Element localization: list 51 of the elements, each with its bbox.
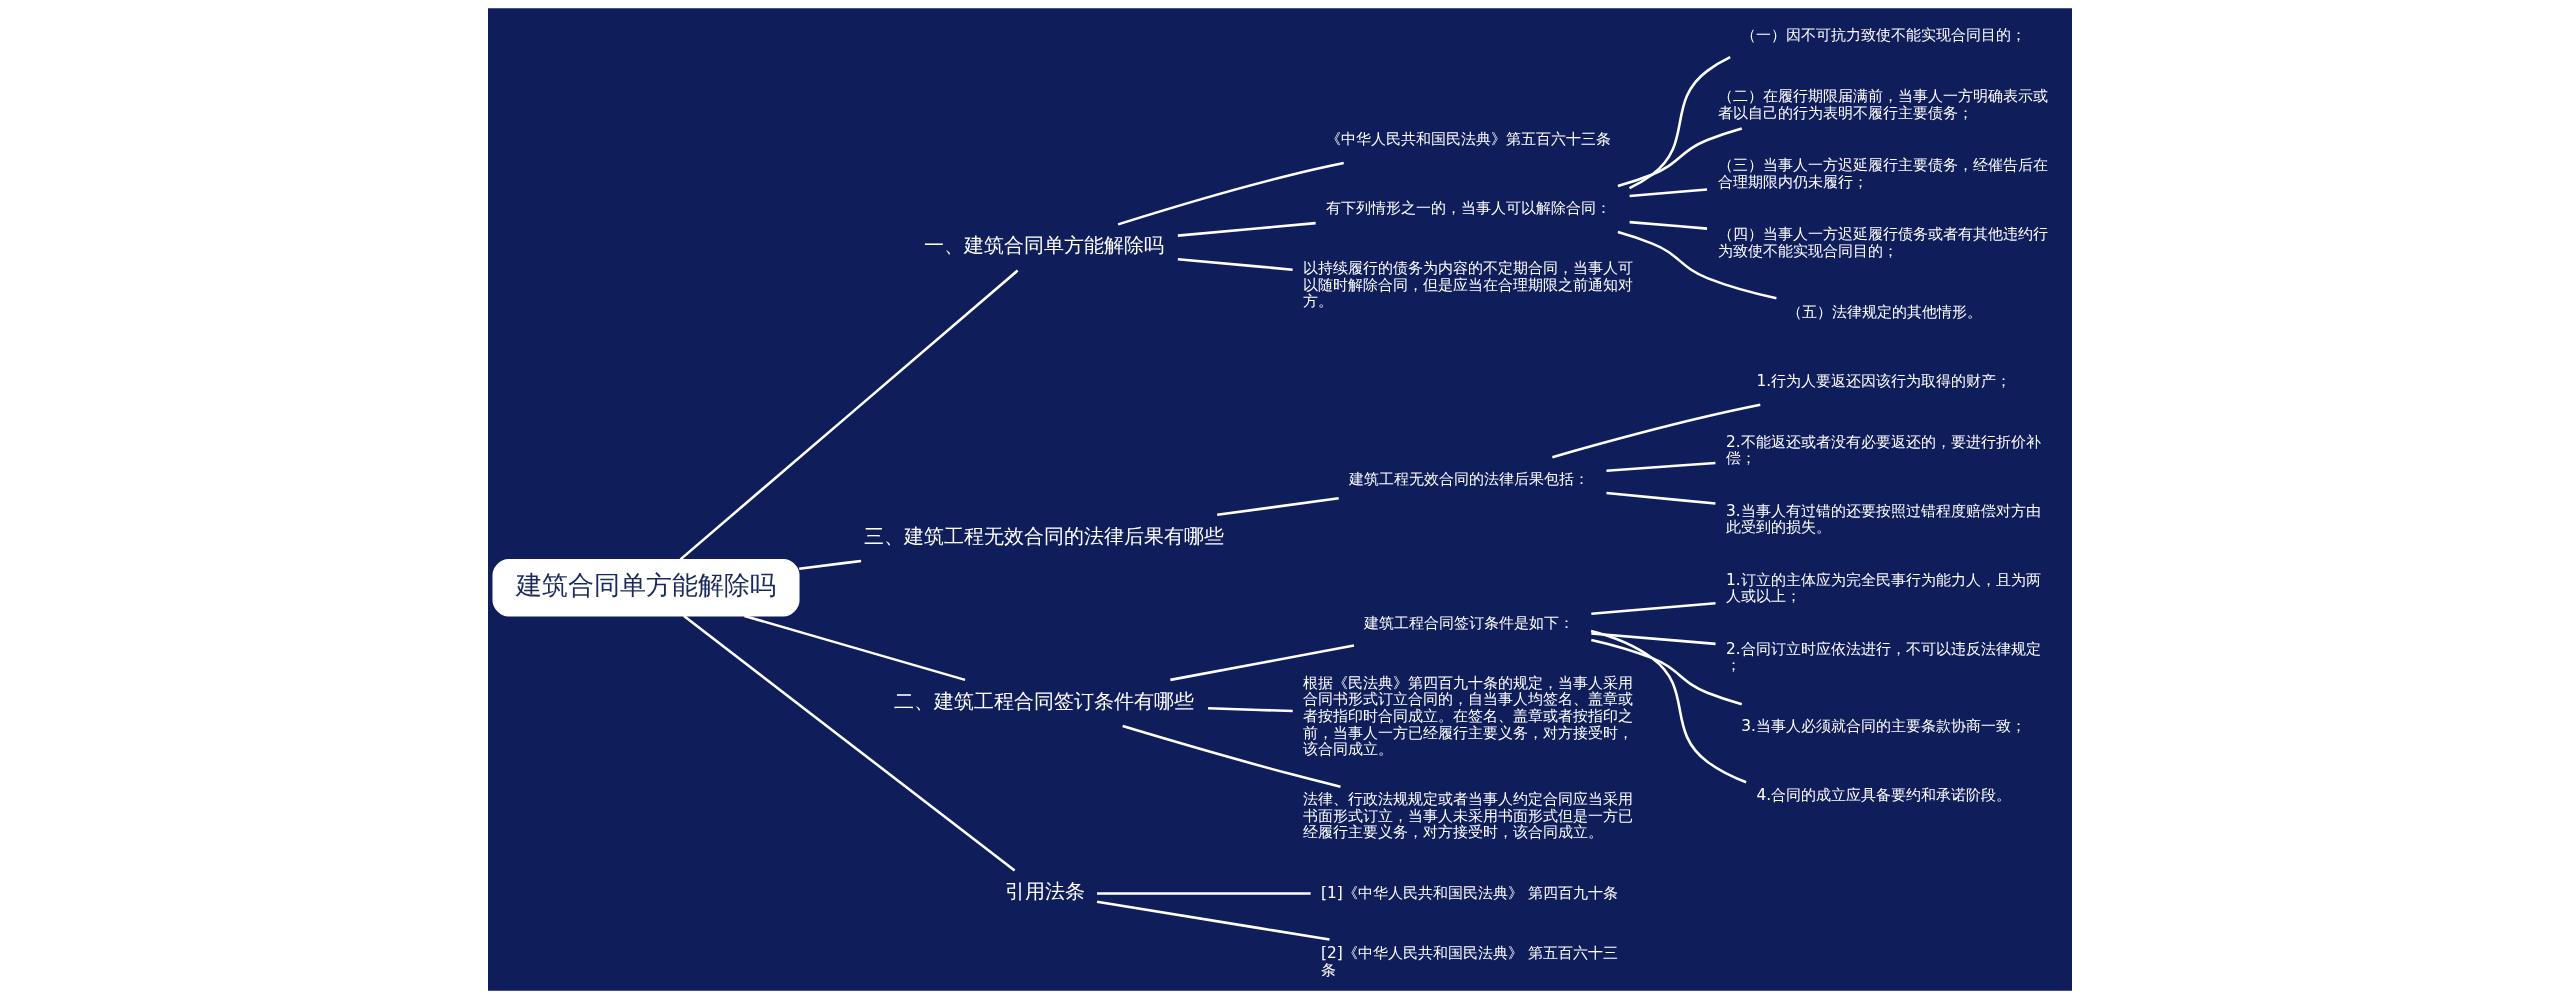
node-text: （一）因不可抗力致使不能实现合同目的； (1740, 26, 2026, 45)
node-text: 一、建筑合同单方能解除吗 (924, 233, 1165, 258)
node-text: [1]《中华人民共和国民法典》 第四百九十条 (1320, 883, 1618, 902)
connector (1606, 491, 1716, 505)
connector (1208, 707, 1293, 713)
node-text: （三）当事人一方迟延履行主要债务，经催告后在合理期限内仍未履行； (1717, 156, 2048, 191)
connector (1590, 629, 1747, 784)
connector (1629, 188, 1708, 198)
node-text: 《中华人民共和国民法典》第五百六十三条 (1326, 129, 1612, 148)
node-text: [2]《中华人民共和国民法典》 第五百六十三条 (1320, 944, 1618, 979)
connector (1177, 221, 1316, 237)
connector (1117, 161, 1344, 226)
connector (799, 559, 862, 570)
connector (1606, 461, 1716, 473)
connector (744, 614, 966, 682)
connector (1096, 900, 1330, 941)
node-text: 1.订立的主体应为完全民事行为能力人，且为两人或以上； (1725, 570, 2041, 606)
node-text: 1.行为人要返还因该行为取得的财产； (1756, 371, 2012, 390)
node-text: 2.合同订立时应依法进行，不可以违反法律规定； (1725, 639, 2041, 675)
connector (1628, 56, 1731, 190)
connector (1122, 724, 1341, 788)
node-text: （五）法律规定的其他情形。 (1786, 302, 1982, 321)
node-text: 二、建筑工程合同签订条件有哪些 (894, 688, 1195, 713)
connector (683, 615, 1016, 872)
node-text: 根据《民法典》第四百九十条的规定，当事人采用合同书形式订立合同的，自当事人均签名、盖章或者按指印时合同成立。在签名、盖章或者按指印之前，当事人一方已经履行主要义务，对方接受时，该合同成立。 (1303, 673, 1634, 759)
connector (1170, 644, 1355, 682)
node-text: 2.不能返还或者没有必要返还的，要进行折价补偿； (1725, 432, 2041, 468)
node-text: 法律、行政法规规定或者当事人约定合同应当采用书面形式订立，当事人未采用书面形式但是一方已经履行主要义务，对方接受时，该合同成立。 (1303, 790, 1634, 842)
node-text: （二）在履行期限届满前，当事人一方明确表示或者以自己的行为表明不履行主要债务； (1717, 87, 2048, 122)
connector (1591, 602, 1716, 616)
node-text: 建筑工程无效合同的法律后果包括： (1349, 470, 1590, 489)
connector (1591, 638, 1743, 706)
node-text: 4.合同的成立应具备要约和承诺阶段。 (1756, 786, 2012, 805)
node-text: 以持续履行的债务为内容的不定期合同，当事人可以随时解除合同，但是应当在合理期限之前通知对方。 (1303, 259, 1634, 311)
connector (1629, 220, 1708, 230)
node-text: 三、建筑工程无效合同的法律后果有哪些 (864, 523, 1225, 548)
connector (1552, 403, 1761, 459)
connector (1217, 497, 1339, 517)
node-text: 3.当事人必须就合同的主要条款协商一致； (1741, 717, 2026, 736)
node-text: 有下列情形之一的，当事人可以解除合同： (1326, 199, 1612, 218)
connector (1177, 258, 1293, 271)
connector (1617, 127, 1743, 188)
connector (679, 269, 1019, 561)
connector (1617, 230, 1777, 300)
node-text: （四）当事人一方迟延履行债务或者有其他违约行为致使不能实现合同目的； (1717, 225, 2048, 260)
node-text: 3.当事人有过错的还要按照过错程度赔偿对方由此受到的损失。 (1725, 501, 2041, 537)
node-box: 建筑合同单方能解除吗 (492, 559, 800, 617)
connector (1097, 892, 1311, 895)
connector (1591, 632, 1716, 646)
node-text: 建筑工程合同签订条件是如下： (1364, 613, 1575, 632)
node-text: 引用法条 (1004, 879, 1085, 904)
